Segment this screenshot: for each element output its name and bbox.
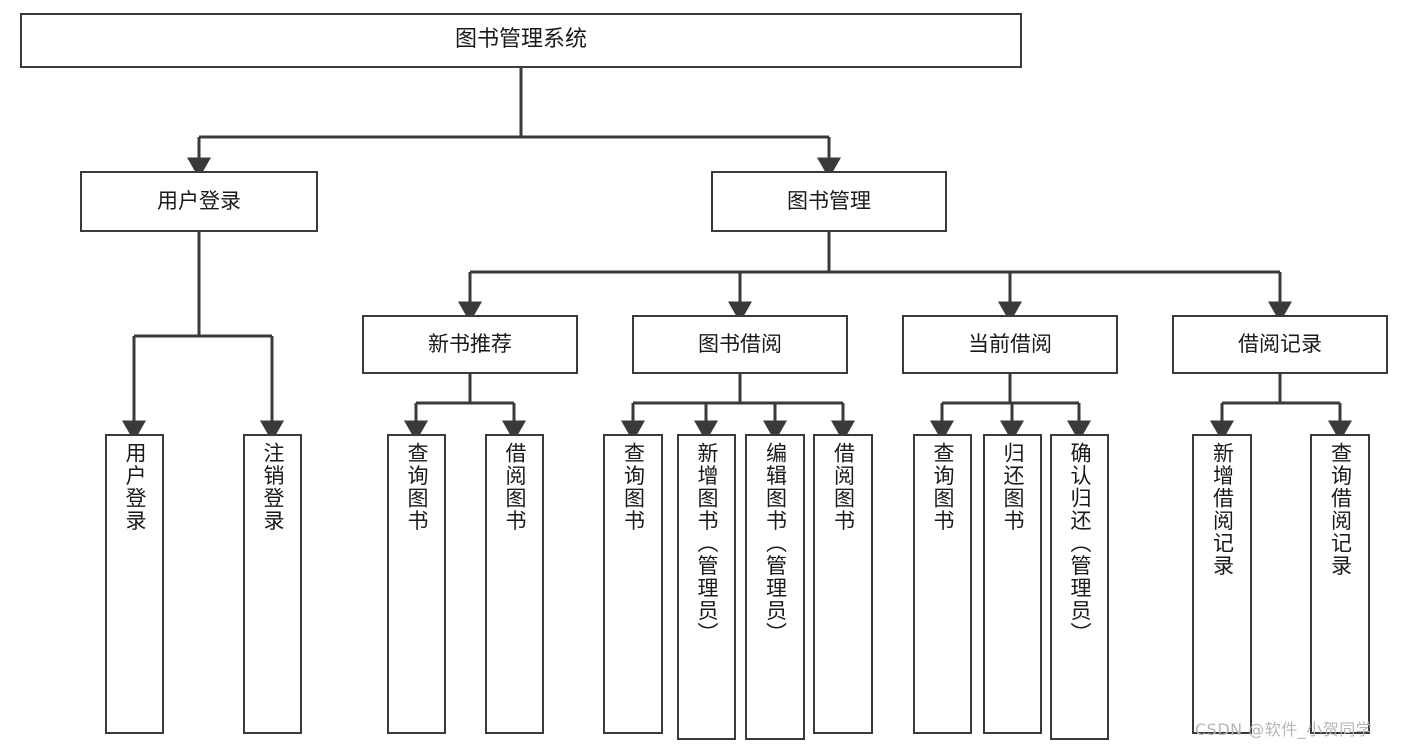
- node-user-login[interactable]: 用户登录: [80, 171, 318, 232]
- node-root[interactable]: 图书管理系统: [20, 13, 1022, 68]
- node-root-label: 图书管理系统: [454, 27, 587, 53]
- node-leaf-borrow-borrow-book-label: 借阅图书: [831, 442, 856, 532]
- node-borrow-record-label: 借阅记录: [1238, 331, 1322, 356]
- node-leaf-cur-confirm-return-label: 确认归还（管理员）: [1068, 442, 1092, 645]
- node-leaf-user-login[interactable]: 用户登录: [105, 434, 164, 734]
- csdn-watermark: CSDN @软件_小贺同学: [1195, 720, 1373, 739]
- node-book-manage-label: 图书管理: [787, 188, 871, 213]
- node-current-borrow-label: 当前借阅: [968, 331, 1052, 356]
- node-leaf-user-login-label: 用户登录: [123, 442, 147, 532]
- node-borrow-record[interactable]: 借阅记录: [1172, 315, 1388, 374]
- node-leaf-rec-add-record[interactable]: 新增借阅记录: [1192, 434, 1252, 734]
- node-leaf-borrow-query-book-label: 查询图书: [621, 442, 646, 532]
- node-new-book-rec[interactable]: 新书推荐: [362, 315, 578, 374]
- node-leaf-rec-query-book-label: 查询图书: [405, 442, 429, 532]
- node-leaf-borrow-query-book[interactable]: 查询图书: [603, 434, 663, 734]
- node-leaf-rec-add-record-label: 新增借阅记录: [1210, 442, 1235, 577]
- node-leaf-rec-borrow-book[interactable]: 借阅图书: [485, 434, 544, 734]
- node-leaf-borrow-add-book[interactable]: 新增图书（管理员）: [677, 434, 736, 740]
- node-leaf-cur-confirm-return[interactable]: 确认归还（管理员）: [1050, 434, 1109, 740]
- node-leaf-user-logout[interactable]: 注销登录: [243, 434, 302, 734]
- node-leaf-cur-query-book-label: 查询图书: [931, 442, 955, 532]
- node-leaf-borrow-edit-book[interactable]: 编辑图书（管理员）: [745, 434, 805, 740]
- node-leaf-cur-return-book-label: 归还图书: [1001, 442, 1025, 532]
- node-leaf-rec-query-book[interactable]: 查询图书: [387, 434, 446, 734]
- node-book-manage[interactable]: 图书管理: [711, 171, 947, 232]
- node-leaf-borrow-add-book-label: 新增图书（管理员）: [695, 442, 719, 645]
- node-current-borrow[interactable]: 当前借阅: [902, 315, 1118, 374]
- node-leaf-borrow-edit-book-label: 编辑图书（管理员）: [763, 442, 788, 645]
- node-leaf-borrow-borrow-book[interactable]: 借阅图书: [813, 434, 873, 734]
- node-leaf-cur-query-book[interactable]: 查询图书: [913, 434, 972, 734]
- node-user-login-label: 用户登录: [157, 188, 241, 213]
- node-leaf-rec-query-record[interactable]: 查询借阅记录: [1310, 434, 1370, 734]
- node-leaf-rec-query-record-label: 查询借阅记录: [1328, 442, 1353, 577]
- node-leaf-user-logout-label: 注销登录: [261, 442, 285, 532]
- node-book-borrow[interactable]: 图书借阅: [632, 315, 848, 374]
- node-book-borrow-label: 图书借阅: [698, 331, 782, 356]
- node-leaf-rec-borrow-book-label: 借阅图书: [503, 442, 527, 532]
- node-new-book-rec-label: 新书推荐: [428, 331, 512, 356]
- node-leaf-cur-return-book[interactable]: 归还图书: [983, 434, 1042, 734]
